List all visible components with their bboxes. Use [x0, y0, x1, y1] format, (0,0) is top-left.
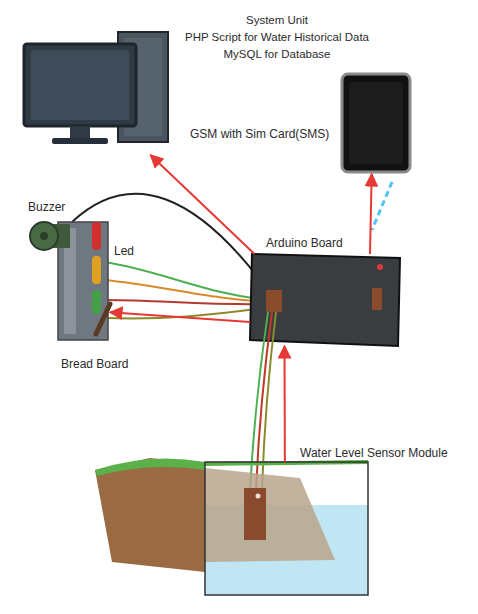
- signal-arrow: [284, 346, 286, 462]
- phone-node: GSM with Sim Card(SMS): [340, 72, 412, 174]
- arduino-node: Arduino Board: [250, 254, 400, 346]
- node-heading: System Unit: [172, 12, 382, 28]
- node-heading: Bread Board: [61, 356, 128, 372]
- green-led: [92, 290, 101, 314]
- node-heading: GSM with Sim Card(SMS): [190, 126, 329, 142]
- tank-node: Water Level Sensor Module: [205, 462, 368, 595]
- node-note: PHP Script for Water Historical Data: [172, 29, 382, 45]
- arduino-board: [250, 254, 400, 346]
- grass: [95, 458, 205, 476]
- buzzer-label: Buzzer: [28, 200, 65, 214]
- buzzer-hole: [40, 232, 48, 240]
- power-led: [377, 264, 383, 270]
- signal-arrow: [151, 155, 255, 254]
- monitor-base: [52, 138, 108, 144]
- soil: [95, 458, 205, 572]
- node-note: MySQL for Database: [172, 46, 382, 62]
- tank: [205, 462, 368, 595]
- node-heading: Arduino Board: [266, 235, 343, 251]
- breadboard-node: Bread Board: [55, 218, 110, 342]
- monitor: [24, 44, 136, 126]
- pin-header: [266, 290, 282, 312]
- resistor: [96, 304, 110, 334]
- signal-arrow: [110, 312, 250, 322]
- led-wire: [104, 262, 272, 300]
- signal-arrow: [370, 174, 372, 254]
- water-sensor: [244, 488, 266, 540]
- monitor-stand: [70, 126, 90, 139]
- led-wire: [104, 280, 274, 302]
- led-label: Led: [114, 244, 134, 258]
- signal-line: [372, 182, 392, 230]
- computer-node: System UnitPHP Script for Water Historic…: [20, 30, 170, 155]
- pin-header: [372, 288, 382, 310]
- soil-inside: [205, 468, 335, 562]
- gsm-phone: [342, 74, 410, 172]
- buzzer: [30, 222, 58, 250]
- node-heading: Water Level Sensor Module: [300, 445, 448, 461]
- phone-screen: [349, 82, 403, 164]
- monitor-screen: [31, 50, 129, 120]
- red-led: [92, 222, 101, 250]
- yellow-led: [92, 256, 101, 284]
- sensor-led: [256, 494, 261, 499]
